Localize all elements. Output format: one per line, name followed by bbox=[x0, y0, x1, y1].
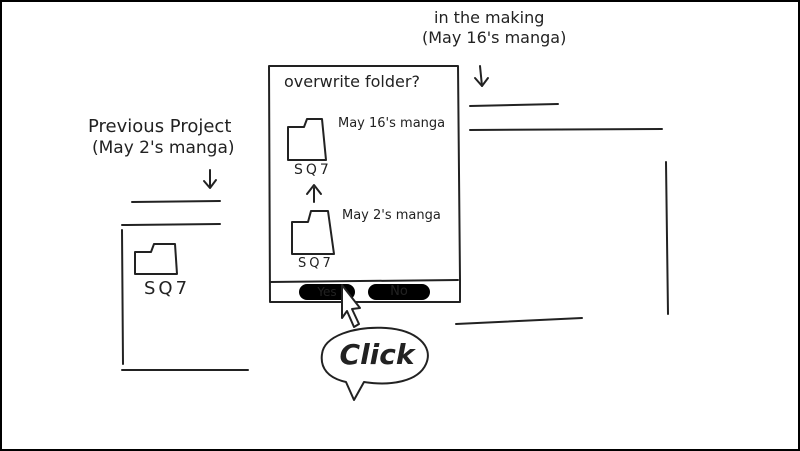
right-window-bottom-line bbox=[455, 317, 583, 325]
dialog-top-folder-icon bbox=[287, 118, 327, 161]
arrow-down-right-shaft bbox=[479, 65, 483, 87]
dialog-bottom-item-name: May 2's manga bbox=[342, 208, 441, 223]
cursor-arrow-icon bbox=[341, 284, 361, 328]
dialog-top-item-code: SQ7 bbox=[294, 162, 332, 178]
previous-project-caption: Previous Project bbox=[88, 116, 232, 137]
left-folder-label: SQ7 bbox=[144, 278, 191, 299]
dialog-top-item-name: May 16's manga bbox=[338, 116, 446, 131]
dialog-footer-divider bbox=[269, 279, 459, 283]
no-button-outline bbox=[368, 284, 430, 300]
no-button[interactable]: No bbox=[390, 284, 408, 299]
right-window-second-line bbox=[469, 128, 663, 131]
arrow-down-left-head bbox=[203, 179, 217, 189]
dialog-title: overwrite folder? bbox=[284, 72, 420, 91]
click-callout-bubble bbox=[320, 326, 429, 401]
dialog-bottom-folder-icon bbox=[291, 210, 335, 255]
overwrite-arrow-head bbox=[306, 184, 322, 195]
dialog-bottom-item-code: SQ7 bbox=[298, 256, 334, 271]
in-progress-caption: in the making bbox=[434, 8, 545, 27]
yes-button[interactable]: Yes bbox=[317, 285, 337, 299]
dialog-outline bbox=[268, 65, 461, 303]
click-callout-text: Click bbox=[339, 338, 415, 371]
arrow-down-right-head bbox=[474, 77, 489, 87]
left-window-side-line bbox=[121, 229, 124, 365]
left-window-top-line bbox=[131, 200, 221, 203]
left-window-second-line bbox=[121, 223, 221, 226]
right-window-side-line bbox=[665, 161, 669, 315]
right-window-top-line bbox=[469, 103, 559, 107]
previous-project-subcaption: (May 2's manga) bbox=[92, 138, 235, 158]
in-progress-subcaption: (May 16's manga) bbox=[422, 28, 567, 47]
left-folder-icon bbox=[134, 243, 178, 275]
